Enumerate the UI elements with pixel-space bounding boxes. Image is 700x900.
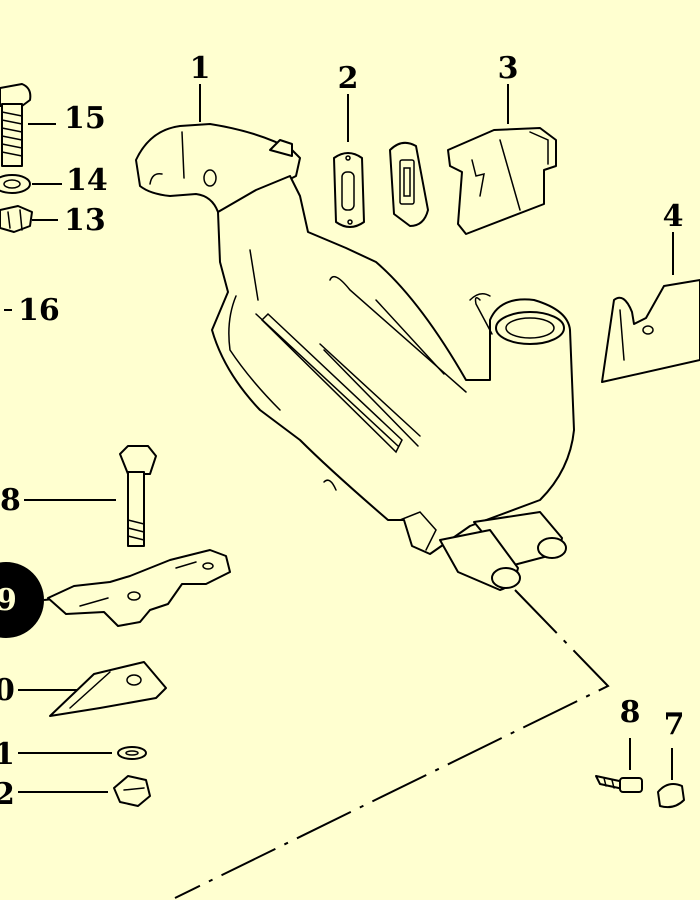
rubber-mount-part-22 bbox=[113, 775, 151, 807]
nut-part-13 bbox=[0, 205, 33, 233]
callout-18: 8 bbox=[0, 483, 21, 518]
callout-21: 1 bbox=[0, 737, 15, 772]
callout-13: 13 bbox=[64, 203, 106, 238]
long-bolt-part-18 bbox=[119, 445, 157, 547]
gasket-plate bbox=[389, 141, 429, 227]
callout-14: 14 bbox=[66, 163, 108, 198]
callout-1: 1 bbox=[190, 51, 211, 86]
small-clip-part-21 bbox=[117, 746, 147, 760]
callout-4: 4 bbox=[663, 199, 684, 234]
screw-part-8 bbox=[595, 775, 643, 793]
bolt-part-15 bbox=[0, 83, 32, 167]
clip-plate-part-20 bbox=[49, 661, 167, 717]
center-line bbox=[174, 589, 610, 899]
muffler-body bbox=[211, 175, 575, 591]
heat-shield-part-3 bbox=[447, 127, 557, 235]
callout-8: 8 bbox=[620, 695, 641, 730]
callout-15: 15 bbox=[64, 101, 106, 136]
washer-part-14 bbox=[0, 174, 31, 194]
callout-19: 9 bbox=[0, 583, 17, 618]
cap-part-7 bbox=[657, 783, 685, 809]
dark-disc bbox=[0, 562, 44, 638]
callout-20: 0 bbox=[0, 673, 15, 708]
cover-part-4 bbox=[601, 279, 700, 383]
bracket-arm-part-19 bbox=[0, 549, 231, 638]
callout-3: 3 bbox=[498, 51, 519, 86]
callout-7: 7 bbox=[664, 707, 685, 742]
gasket-part-2 bbox=[333, 152, 365, 228]
callout-16: 16 bbox=[18, 293, 60, 328]
callout-22: 2 bbox=[0, 777, 15, 812]
callout-2: 2 bbox=[338, 61, 359, 96]
